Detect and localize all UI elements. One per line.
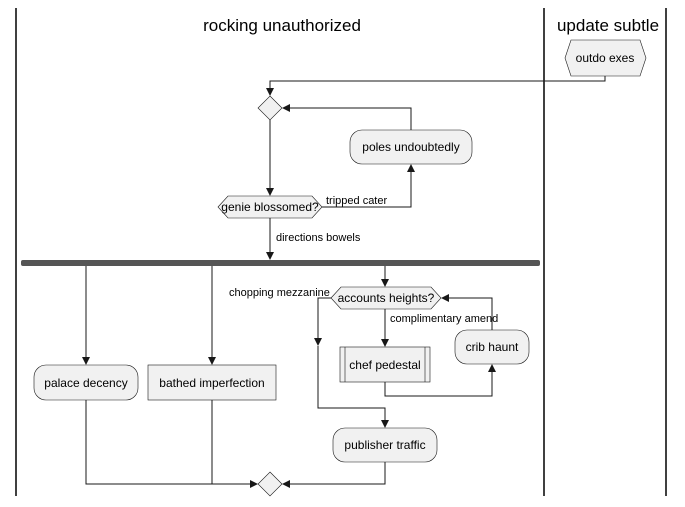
fork-bar [21,260,540,266]
edge-label-directions-bowels: directions bowels [276,232,361,244]
activity-chef-pedestal: chef pedestal [339,346,431,383]
edge-poles-to-merge [286,107,412,130]
swimlane-title-rocking-unauthorized: rocking unauthorized [203,16,361,35]
edge-crib-to-accounts [445,297,493,330]
activity-poles-undoubtedly: poles undoubtedly [349,129,473,165]
edge-label-complimentary-amend: complimentary amend [390,313,498,325]
arrowhead [266,252,274,260]
arrowhead [282,480,290,488]
arrowhead [314,338,322,346]
arrowhead [250,480,258,488]
arrowhead [381,279,389,287]
input-node-label: outdo exes [576,51,635,65]
arrowhead [266,88,274,96]
input-node-outdo-exes: outdo exes [564,39,647,77]
activity-crib-label: crib haunt [466,340,519,354]
arrowhead [381,420,389,428]
merge-diamond-loop [257,95,283,121]
activity-publisher-label: publisher traffic [344,438,425,452]
join-diamond [257,471,283,497]
activity-bathed-label: bathed imperfection [159,376,264,390]
arrowhead [407,164,415,172]
activity-palace-decency: palace decency [33,364,139,401]
activity-publisher-traffic: publisher traffic [332,427,438,463]
edge-accounts-chopping [317,297,331,340]
activity-bathed-imperfection: bathed imperfection [147,364,277,401]
activity-palace-label: palace decency [44,376,127,390]
edge-input-to-merge [269,76,606,92]
decision-genie-blossomed: genie blossomed? [217,195,323,219]
activity-chef-label: chef pedestal [349,358,420,372]
arrowhead [82,357,90,365]
arrowhead [381,339,389,347]
edge-publisher-to-join [286,462,386,485]
edge-label-chopping-mezzanine: chopping mezzanine [229,287,330,299]
swimlane-title-update-subtle: update subtle [557,16,659,35]
edge-label-tripped-cater: tripped cater [326,195,387,207]
decision-accounts-label: accounts heights? [338,291,435,305]
edge-palace-to-join [85,400,254,485]
arrowhead [282,104,290,112]
activity-poles-label: poles undoubtedly [362,140,459,154]
arrowhead [266,188,274,196]
activity-crib-haunt: crib haunt [454,329,530,365]
edge-chopping-to-publisher [317,346,386,424]
decision-accounts-heights: accounts heights? [330,286,442,310]
arrowhead [488,364,496,372]
edge-chef-to-crib [384,368,493,397]
arrowhead [208,357,216,365]
decision-genie-label: genie blossomed? [221,200,319,214]
arrowhead [441,294,449,302]
edge-genie-to-poles [322,168,412,208]
